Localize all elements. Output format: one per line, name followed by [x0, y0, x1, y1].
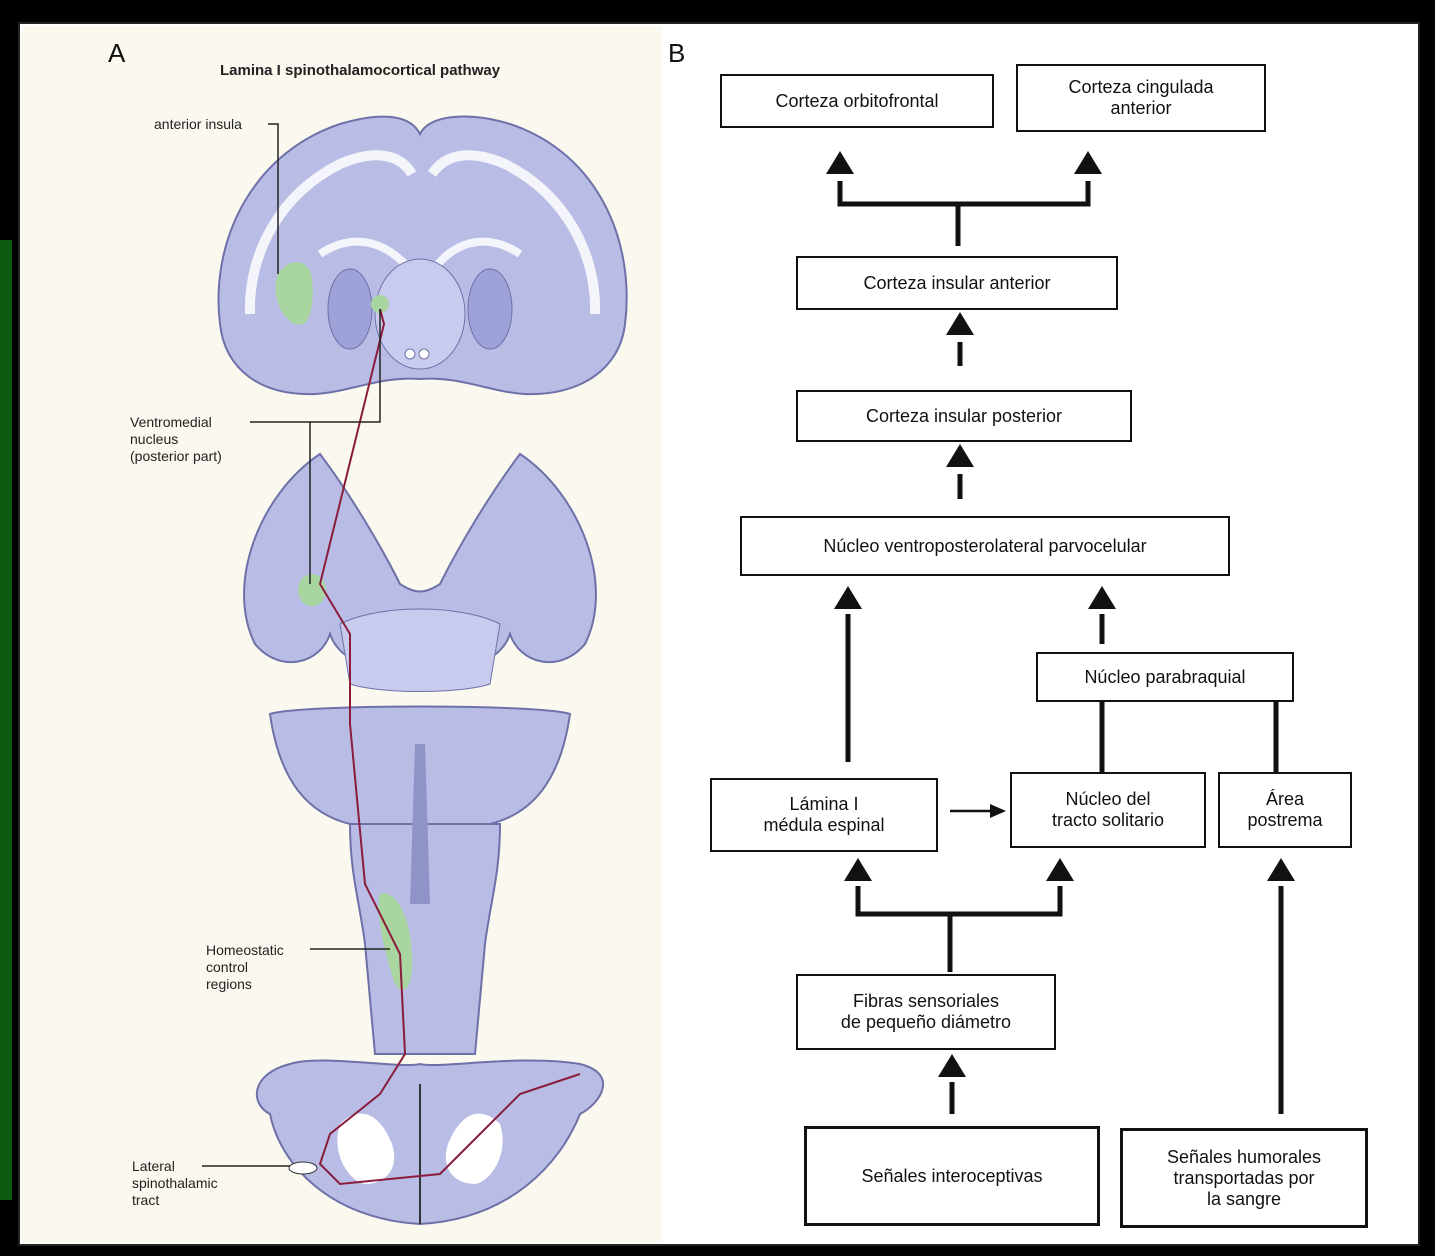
spinal-cord-section [257, 1060, 603, 1224]
left-edge-strip [0, 240, 12, 1200]
box-anterior-cingulate-cortex: Corteza cingulada anterior [1016, 64, 1266, 132]
figure-frame: A Lamina I spinothalamocortical pathway … [18, 22, 1420, 1246]
box-humoral-signals: Señales humorales transportadas por la s… [1120, 1128, 1368, 1228]
box-anterior-insular-cortex: Corteza insular anterior [796, 256, 1118, 310]
label-homeostatic-regions: Homeostatic control regions [206, 942, 284, 993]
box-area-postrema: Área postrema [1218, 772, 1352, 848]
label-ventromedial-nucleus: Ventromedial nucleus (posterior part) [130, 414, 222, 465]
box-parabrachial-nucleus: Núcleo parabraquial [1036, 652, 1294, 702]
panel-a-letter: A [108, 38, 125, 69]
brainstem-illustration [244, 454, 596, 1054]
panel-a-illustration [20, 24, 1422, 1248]
panel-a-title: Lamina I spinothalamocortical pathway [220, 62, 500, 79]
box-solitary-tract-nucleus: Núcleo del tracto solitario [1010, 772, 1206, 848]
coronal-brain-section [219, 117, 627, 395]
box-lamina-i-spinal-cord: Lámina I médula espinal [710, 778, 938, 852]
box-small-diameter-fibers: Fibras sensoriales de pequeño diámetro [796, 974, 1056, 1050]
box-orbitofrontal-cortex: Corteza orbitofrontal [720, 74, 994, 128]
box-ventroposterolateral-nucleus: Núcleo ventroposterolateral parvocelular [740, 516, 1230, 576]
label-lateral-spinothalamic-tract: Lateral spinothalamic tract [132, 1158, 218, 1209]
label-anterior-insula: anterior insula [154, 116, 242, 133]
box-posterior-insular-cortex: Corteza insular posterior [796, 390, 1132, 442]
box-interoceptive-signals: Señales interoceptivas [804, 1126, 1100, 1226]
panel-b-letter: B [668, 38, 685, 69]
